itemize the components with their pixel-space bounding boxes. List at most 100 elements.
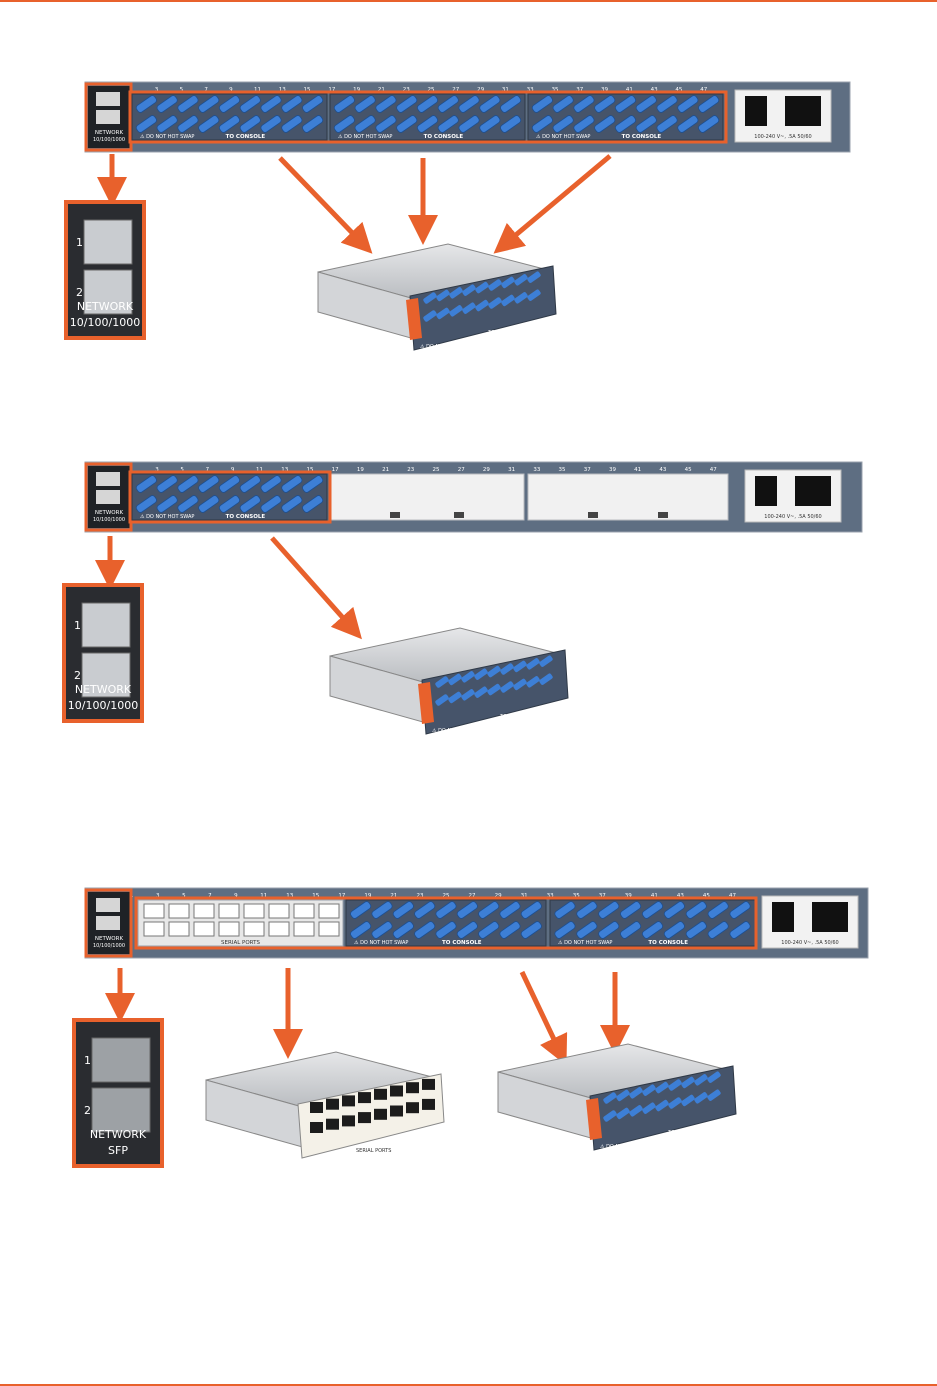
serial-port-icon xyxy=(499,901,521,919)
port-number-label: 27 xyxy=(458,467,465,473)
module-orange-edge xyxy=(406,298,422,340)
port-number-label: 35 xyxy=(573,893,580,899)
module-serial-port-icon xyxy=(448,673,462,686)
module-serial-port-icon xyxy=(435,676,449,688)
power-inlet-icon xyxy=(812,902,848,932)
module-rj45-port-icon xyxy=(390,1085,403,1097)
module-serial-port-icon xyxy=(526,658,540,670)
port-number-label: 21 xyxy=(382,467,389,473)
to-console-label: TO CONSOLE xyxy=(648,940,688,946)
port-number-label: 21 xyxy=(390,893,397,899)
port-number-label: 25 xyxy=(443,893,450,899)
module-hot-swap-label: ⚠ DO NOT HOT SWAP xyxy=(432,728,486,734)
port-number-label: 13 xyxy=(279,87,286,93)
port-number-label: 39 xyxy=(609,467,616,473)
to-console-label: TO CONSOLE xyxy=(226,514,266,520)
module-serial-port-icon xyxy=(539,655,553,667)
port-number-label: 15 xyxy=(312,893,319,899)
rj45-port-icon xyxy=(218,921,240,937)
port-number-label: 37 xyxy=(576,87,583,93)
rj45-port-icon xyxy=(318,903,340,919)
power-switch-icon xyxy=(772,902,794,932)
network-label: NETWORK xyxy=(95,510,124,516)
serial-port-icon xyxy=(156,495,178,513)
serial-port-icon xyxy=(707,901,729,919)
serial-port-icon xyxy=(371,901,393,919)
serial-port-icon xyxy=(698,95,720,113)
callout-title: NETWORK xyxy=(77,300,134,313)
callout-port-2-icon xyxy=(81,652,131,698)
callout-title: NETWORK xyxy=(75,683,132,696)
callout-port-1-icon xyxy=(83,219,133,265)
serial-port-icon xyxy=(392,901,414,919)
serial-port-icon xyxy=(281,115,303,133)
port-number-label: 33 xyxy=(527,87,534,93)
serial-port-icon xyxy=(663,901,685,919)
module-serial-port-icon xyxy=(474,668,488,680)
serial-port-icon xyxy=(554,901,576,919)
blank-latch-icon xyxy=(454,512,464,518)
port-number-label: 9 xyxy=(234,893,238,899)
rj45-port-icon xyxy=(268,903,290,919)
module-rj45-port-icon xyxy=(358,1112,371,1124)
module-serial-port-icon xyxy=(500,681,514,693)
serial-port-icon xyxy=(576,901,598,919)
serial-port-icon xyxy=(135,115,157,133)
module-serial-port-icon xyxy=(487,683,501,696)
module-serial-port-icon xyxy=(616,1107,630,1120)
network-port-2-icon xyxy=(96,916,120,930)
callout-port-1-icon xyxy=(81,602,131,648)
port-number-label: 25 xyxy=(433,467,440,473)
blank-latch-icon xyxy=(588,512,598,518)
power-rating-label: 100-240 V~, .5A 50/60 xyxy=(754,134,811,140)
module-highlight xyxy=(128,470,332,524)
port-number-label: 13 xyxy=(286,893,293,899)
port-number-label: 11 xyxy=(256,467,263,473)
serial-port-icon xyxy=(414,921,436,939)
port-number-label: 41 xyxy=(626,87,633,93)
serial-port-icon xyxy=(239,95,261,113)
network-sub-label: 10/100/1000 xyxy=(93,137,125,143)
port-number-label: 31 xyxy=(508,467,515,473)
module-rj45-port-icon xyxy=(390,1105,403,1117)
serial-port-icon xyxy=(598,901,620,919)
network-port-1-icon xyxy=(96,92,120,106)
callout-title: NETWORK xyxy=(90,1128,147,1141)
bottom-rule xyxy=(0,1384,937,1386)
module-rj45-port-icon xyxy=(326,1098,339,1110)
module-console-label: TO CONSOLE xyxy=(667,1130,701,1136)
port-number-label: 15 xyxy=(306,467,313,473)
port-number-label: 29 xyxy=(495,893,502,899)
port-number-label: 9 xyxy=(229,87,233,93)
network-port-1-icon xyxy=(96,472,120,486)
serial-port-icon xyxy=(218,475,241,493)
serial-port-icon xyxy=(552,115,574,133)
serial-port-icon xyxy=(198,115,220,133)
serial-port-icon xyxy=(614,115,637,133)
network-label: NETWORK xyxy=(95,936,124,942)
serial-port-icon xyxy=(435,901,457,919)
module-serial-port-icon xyxy=(487,665,501,678)
module-serial-port-icon xyxy=(603,1110,617,1122)
port-number-label: 29 xyxy=(477,87,484,93)
serial-port-icon xyxy=(350,921,372,939)
rj45-port-icon xyxy=(168,903,190,919)
serial-port-icon xyxy=(499,921,521,939)
serial-port-icon xyxy=(177,95,199,113)
module-serial-port-icon xyxy=(668,1097,682,1109)
module-serial-port-icon xyxy=(513,678,527,691)
serial-port-icon xyxy=(531,95,553,113)
module-serial-port-icon xyxy=(513,660,527,673)
module-serial-port-icon xyxy=(449,305,463,317)
port-number-label: 25 xyxy=(428,87,435,93)
serial-port-icon xyxy=(677,95,699,113)
power-switch-icon xyxy=(755,476,777,506)
